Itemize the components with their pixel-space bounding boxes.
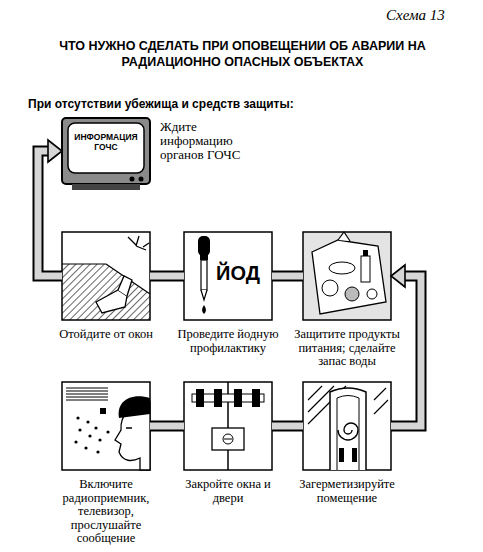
arrow-head bbox=[391, 265, 405, 287]
arrow-outline bbox=[272, 271, 303, 282]
step-box: Защитите продукты питания; сделайте запа… bbox=[303, 232, 391, 320]
arrow-body bbox=[38, 151, 62, 276]
arrow-outline bbox=[150, 271, 184, 282]
step-box: Включите радиоприемник, телевизор, просл… bbox=[62, 382, 150, 470]
diagram-title: ЧТО НУЖНО СДЕЛАТЬ ПРИ ОПОВЕЩЕНИИ ОБ АВАР… bbox=[45, 38, 440, 70]
screen-text: ИНФОРМАЦИЯ ГОЧС bbox=[72, 132, 140, 152]
door-lock-icon bbox=[184, 382, 272, 470]
step-caption: Включите радиоприемник, телевизор, просл… bbox=[47, 478, 165, 546]
sealed-room-icon bbox=[303, 382, 391, 470]
arrow-body bbox=[272, 423, 303, 430]
flow-arrow bbox=[150, 426, 184, 427]
arrow-body bbox=[150, 423, 184, 430]
step-box: ИНФОРМАЦИЯ ГОЧСЖдите информацию органов … bbox=[62, 118, 150, 184]
subheading: При отсутствии убежища и средств защиты: bbox=[28, 97, 468, 112]
scheme-number: Схема 13 bbox=[386, 6, 481, 24]
flow-arrow bbox=[272, 426, 303, 427]
tv-icon bbox=[62, 118, 150, 190]
food-icon bbox=[303, 232, 391, 320]
flow-arrow bbox=[272, 276, 303, 277]
window-icon bbox=[62, 232, 150, 320]
step-caption: Проведите йодную профилактику bbox=[169, 328, 287, 355]
step-box: Закройте окна и двери bbox=[184, 382, 272, 470]
step-box: ЙОДПроведите йодную профилактику bbox=[184, 232, 272, 320]
flow-arrow bbox=[38, 140, 62, 276]
arrow-outline bbox=[38, 151, 62, 276]
step-caption: Ждите информацию органов ГОЧС bbox=[160, 120, 260, 162]
arrow-body bbox=[150, 273, 184, 280]
iodine-label: ЙОД bbox=[216, 262, 270, 284]
step-caption: Отойдите от окон bbox=[47, 328, 165, 342]
flow-arrow bbox=[150, 276, 184, 277]
step-caption: Закройте окна и двери bbox=[169, 478, 287, 505]
arrow-body bbox=[272, 273, 303, 280]
step-caption: Защитите продукты питания; сделайте запа… bbox=[288, 328, 406, 369]
iodine-icon bbox=[184, 232, 272, 320]
radio-icon bbox=[62, 382, 150, 470]
step-caption: Загерметизируйте помещение bbox=[288, 478, 406, 505]
arrow-outline bbox=[150, 421, 184, 432]
step-box: Загерметизируйте помещение bbox=[303, 382, 391, 470]
step-box: Отойдите от окон bbox=[62, 232, 150, 320]
arrow-head bbox=[48, 140, 62, 162]
arrow-outline bbox=[272, 421, 303, 432]
